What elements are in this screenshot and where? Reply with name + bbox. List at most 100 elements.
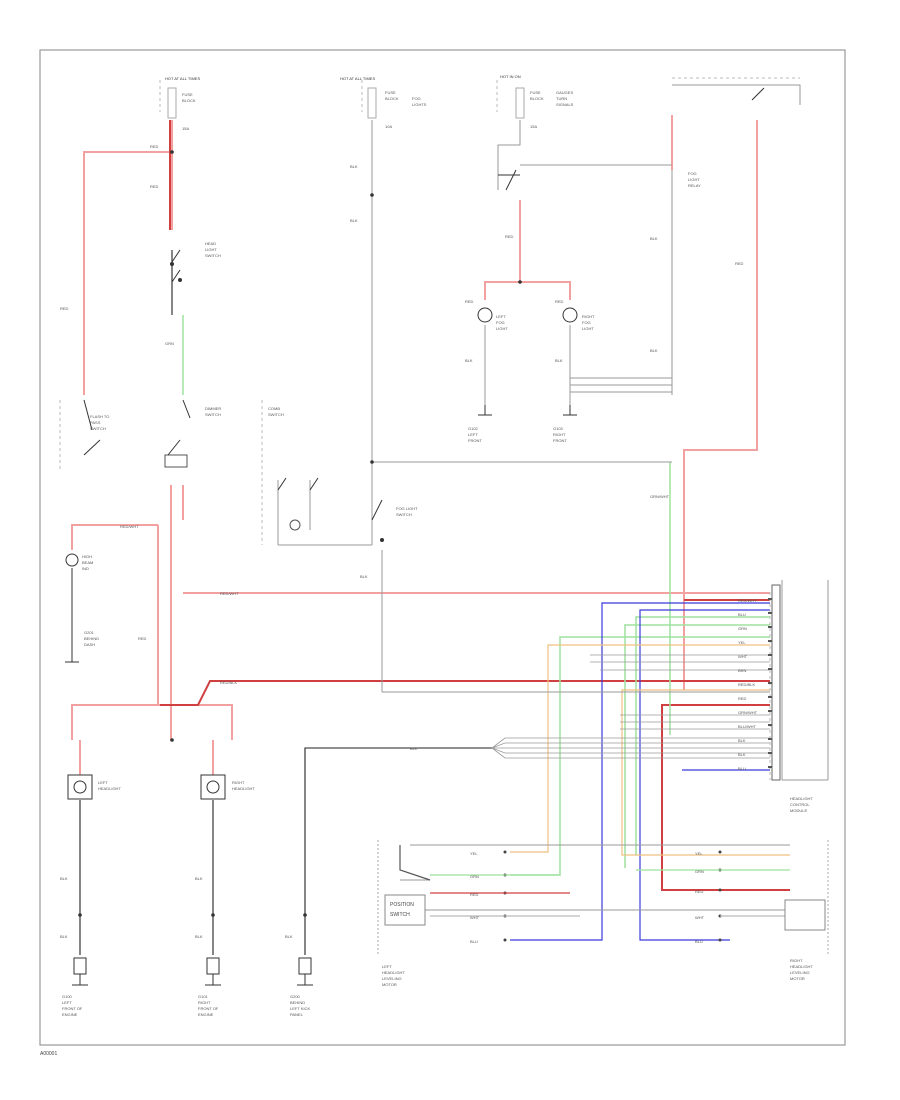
footer-code: A00001 (40, 1051, 57, 1057)
wire-label: BLK (465, 358, 473, 363)
wire-label: BLK (60, 876, 68, 881)
leveling-extra-wires (399, 845, 790, 917)
fuse-middle: HOT AT ALL TIMES FUSE BLOCK 10A FOG LIGH… (340, 76, 427, 129)
wire-group-gray (277, 84, 829, 911)
switch-blade (182, 399, 191, 419)
combination-switch-label-2: SWITCH (268, 412, 284, 417)
wire-orange (621, 689, 790, 856)
wire-red (71, 524, 158, 550)
connector-dot (718, 850, 722, 854)
ground-g103-label-1: G103 (553, 426, 564, 431)
wire-label: BLK (650, 348, 658, 353)
wire-green (635, 616, 770, 855)
wire-label: GRN/WHT (738, 710, 758, 715)
dimmer-switch-label-2: SWITCH (205, 412, 221, 417)
wire-label: RED/BLK (220, 680, 237, 685)
left-fog-label-2: FOG (496, 320, 505, 325)
ground-g200 (297, 957, 313, 986)
connector-dot (718, 938, 722, 942)
ground-g201-label-1: G201 (84, 630, 95, 635)
fog-switch-label-1: FOG LIGHT (396, 506, 418, 511)
fuse-middle-line-1: FUSE (385, 90, 396, 95)
ground-g100-label-1: G100 (62, 994, 73, 999)
splice-dot (303, 913, 307, 917)
right-leveling-label-4: MOTOR (790, 976, 805, 981)
ground-g101-label-4: ENGINE (198, 1012, 214, 1017)
wire-label: RED/WHT (738, 598, 757, 603)
fuse-middle-line-4: FOG (412, 96, 421, 101)
ground-g102-label-2: LEFT (468, 432, 478, 437)
ground-g200-label-2: BEHIND (290, 1000, 305, 1005)
wire-bundle (491, 654, 770, 759)
bundle-wire (491, 747, 770, 754)
fuse-left-line-3: 15A (182, 126, 189, 131)
ground-g201 (65, 655, 79, 663)
dimmer-switch-label-1: DIMMER (205, 406, 221, 411)
wire-group-black (79, 250, 492, 955)
wire-blue (639, 609, 770, 941)
right-fog-light-bulb (562, 307, 578, 323)
wire-label: BLK (350, 164, 358, 169)
ground-g200-label-3: LEFT KICK (290, 1006, 310, 1011)
ground-g100-label-2: LEFT (62, 1000, 72, 1005)
wire-group-red (71, 115, 770, 775)
wire-label: RED (60, 306, 69, 311)
ground-g102-label-3: FRONT (468, 438, 482, 443)
wire-color-labels: RED RED RED GRN BLK BLK RED RED RED BLK … (60, 144, 758, 944)
ground-g101-label-3: FRONT OF (198, 1006, 219, 1011)
switch-blade (171, 249, 181, 263)
wire-group-orange (510, 644, 790, 856)
left-headlight-filament (73, 780, 87, 794)
wire-label: RED/BLK (738, 682, 755, 687)
wire-label: BLK (60, 934, 68, 939)
wire-label: RED (150, 184, 159, 189)
right-fog-light (562, 307, 578, 323)
fuse-left-line-2: BLOCK (182, 98, 196, 103)
wire-label: GRN (165, 341, 174, 346)
headlight-control-module (771, 584, 781, 781)
wire-label: RED (470, 892, 479, 897)
high-beam-label-2: BEAM (82, 560, 93, 565)
ground-g200-label-4: PANEL (290, 1012, 304, 1017)
wire-group-blue (510, 602, 770, 941)
wire-label: RED (735, 261, 744, 266)
wire-label: RED (738, 696, 747, 701)
wire-label: BLK (285, 934, 293, 939)
fog-relay-label-1: FOG (688, 171, 697, 176)
fuse-right-title: HOT IN ON (500, 74, 521, 79)
fuse-right: HOT IN ON FUSE BLOCK 15A GAUGES TURN SIG… (500, 74, 574, 129)
headlight-switch (170, 249, 182, 283)
right-headlight-label-1: RIGHT (232, 780, 245, 785)
wire-label: BLU (470, 939, 478, 944)
wire-label: BLU (695, 939, 703, 944)
wire-red (683, 120, 758, 690)
wire-label: YEL (470, 851, 478, 856)
fuse-right-line-5: TURN (556, 96, 567, 101)
right-leveling-label-1: RIGHT (790, 958, 803, 963)
wire-orange (510, 644, 770, 853)
wire-red-dark (661, 704, 790, 891)
left-headlight-label-2: HEADLIGHT (98, 786, 121, 791)
ground-connector (73, 957, 87, 975)
left-fog-label-3: LIGHT (496, 326, 508, 331)
module-pins (768, 598, 772, 768)
flash-switch-label-3: SWITCH (90, 426, 106, 431)
wire-label: RED (150, 144, 159, 149)
indicator-lamp (289, 519, 301, 531)
wire-label: RED (138, 636, 147, 641)
switch-blade (83, 439, 101, 456)
flash-switch-label-1: FLASH TO (90, 414, 109, 419)
connector-dot (503, 938, 507, 942)
relay-contact (751, 87, 765, 101)
switch-blade (371, 499, 383, 521)
splice-dot (518, 280, 522, 284)
left-leveling-label-2: HEADLIGHT (382, 970, 405, 975)
left-fog-light (477, 307, 493, 323)
switch-blade (171, 269, 181, 283)
switch-blade (277, 477, 287, 491)
fuse-middle-body (367, 87, 377, 119)
switch-body (164, 454, 188, 468)
wire-green (624, 624, 770, 868)
right-headlight-label-2: HEADLIGHT (232, 786, 255, 791)
combination-switch-label-1: COMB (268, 406, 280, 411)
